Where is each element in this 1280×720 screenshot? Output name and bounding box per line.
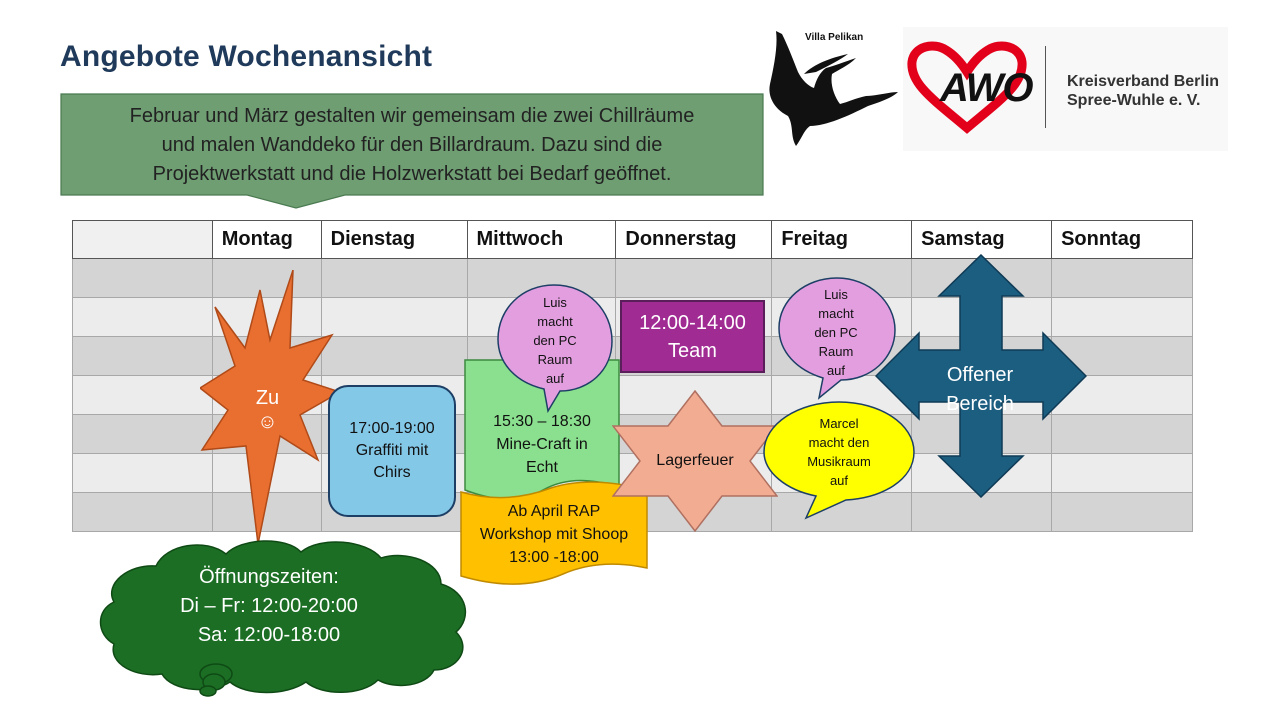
bubble-text: auf [545, 370, 565, 386]
bubble-text: den PC [533, 332, 577, 348]
minecraft-title: Mine-Craft in [496, 435, 588, 453]
marcel-bubble [763, 401, 915, 520]
open-area-text: Offener [946, 364, 1014, 386]
page-title: Angebote Wochenansicht [60, 40, 433, 73]
info-banner-text: Februar und März gestalten wir gemeinsam… [60, 95, 764, 195]
bubble-text: Luis [543, 294, 567, 310]
opening-hours-cloud [99, 540, 466, 697]
bubble-text: Musikraum [807, 454, 871, 469]
corner-cell [72, 220, 213, 259]
awo-wordmark: AWO [940, 66, 1034, 110]
closed-text: Zu [255, 387, 280, 409]
kreisverband-line: Spree-Wuhle e. V. [1067, 92, 1201, 109]
team-title: Team [668, 339, 717, 362]
banner-line: und malen Wanddeko für den Billardraum. … [161, 133, 663, 156]
graffiti-card: 17:00-19:00 Graffiti mit Chirs [328, 385, 456, 517]
kreisverband-text: Kreisverband Berlin Spree-Wuhle e. V. [1067, 72, 1219, 110]
luis-bubble-wednesday [497, 284, 613, 413]
graffiti-time: 17:00-19:00 [349, 420, 435, 437]
day-header: Mittwoch [466, 220, 617, 259]
campfire-label: Lagerfeuer [656, 452, 734, 469]
marcel-bubble-label: Marcel macht den Musikraum auf [782, 412, 896, 492]
pelican-logo [769, 31, 898, 146]
day-header: Dienstag [320, 220, 468, 259]
bubble-text: Raum [818, 343, 854, 359]
day-header: Montag [211, 220, 322, 259]
awo-logo-box [903, 27, 1228, 151]
heart-icon [907, 41, 1027, 134]
rap-title: Workshop mit Shoop [479, 525, 629, 543]
open-area-text: Bereich [946, 393, 1014, 415]
bubble-text: auf [826, 362, 846, 378]
smiley-icon: ☺ [257, 411, 278, 433]
bubble-text: Luis [824, 286, 848, 302]
bubble-text: Raum [537, 351, 573, 367]
rap-workshop-card [460, 481, 648, 585]
bubble-text: den PC [814, 324, 858, 340]
bubble-text: macht [818, 305, 854, 321]
kreisverband-line: Kreisverband Berlin [1067, 73, 1220, 90]
rap-workshop-label: Ab April RAP Workshop mit Shoop 13:00 -1… [462, 500, 646, 568]
bubble-text: macht [537, 313, 573, 329]
minecraft-time: 15:30 – 18:30 [493, 412, 591, 430]
day-header: Donnerstag [615, 220, 773, 259]
open-area-label: Offener Bereich [920, 360, 1040, 420]
luis-bubble-wednesday-label: Luis macht den PC Raum auf [505, 290, 605, 390]
table-header-row: Montag Dienstag Mittwoch Donnerstag Frei… [72, 220, 1193, 259]
banner-line: Projektwerkstatt und die Holzwerkstatt b… [152, 162, 672, 185]
info-banner [60, 93, 764, 209]
villa-pelikan-label: Villa Pelikan [805, 32, 864, 43]
graffiti-title: Graffiti mit [355, 442, 429, 459]
open-area-arrow [875, 254, 1087, 498]
luis-bubble-friday-label: Luis macht den PC Raum auf [788, 282, 884, 382]
bubble-text: Marcel [819, 416, 859, 431]
closed-starburst [200, 270, 340, 544]
opening-hours-heading: Öffnungszeiten: [199, 565, 339, 588]
opening-hours-label: Öffnungszeiten: Di – Fr: 12:00-20:00 Sa:… [140, 560, 398, 652]
closed-label: Zu ☺ [220, 382, 315, 438]
bubble-text: macht den [808, 435, 870, 450]
minecraft-title: Echt [525, 458, 558, 476]
day-header: Sonntag [1051, 220, 1193, 259]
opening-hours-weekdays: Di – Fr: 12:00-20:00 [180, 594, 358, 617]
minecraft-label: 15:30 – 18:30 Mine-Craft in Echt [465, 408, 619, 480]
day-header: Freitag [771, 220, 913, 259]
logo-divider [1045, 46, 1046, 128]
rap-time: 13:00 -18:00 [509, 548, 599, 566]
day-header: Samstag [911, 220, 1053, 259]
banner-line: Februar und März gestalten wir gemeinsam… [129, 104, 695, 127]
bubble-text: auf [829, 473, 849, 488]
luis-bubble-friday [778, 277, 896, 400]
rap-title: Ab April RAP [507, 502, 601, 520]
team-time: 12:00-14:00 [639, 311, 746, 334]
team-card: 12:00-14:00 Team [620, 300, 765, 373]
opening-hours-saturday: Sa: 12:00-18:00 [197, 623, 341, 646]
graffiti-title: Chirs [373, 464, 411, 481]
